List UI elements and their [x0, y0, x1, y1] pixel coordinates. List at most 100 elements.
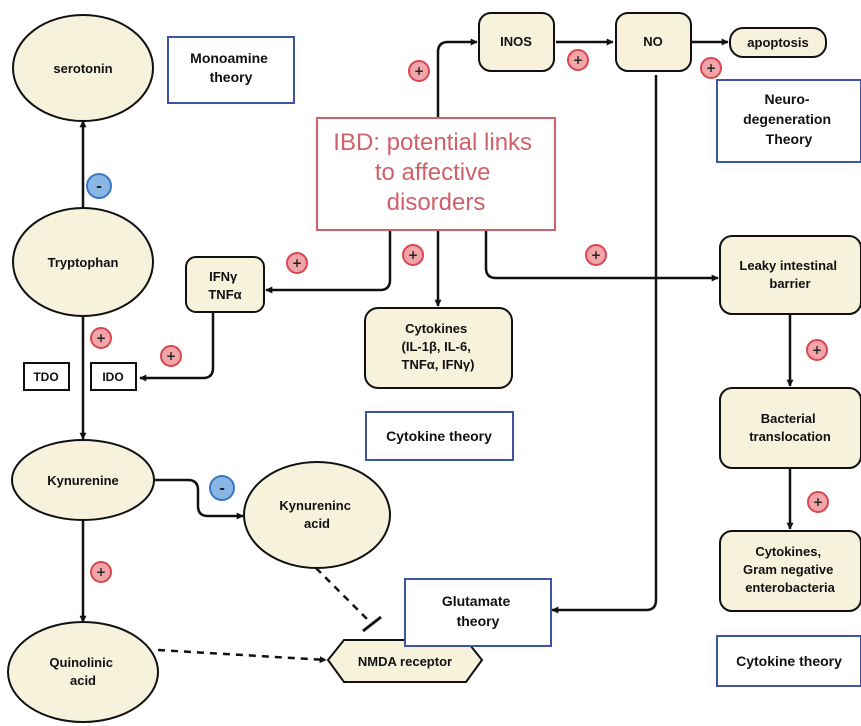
- title-line-1: IBD: potential links: [333, 129, 532, 156]
- monoamine-theory-box: [167, 36, 295, 104]
- inos-node-shape: [478, 12, 555, 72]
- title-box: [316, 117, 556, 231]
- cytokines-center-label: Cytokines (IL-1β, IL-6, TNFα, IFNγ): [402, 321, 475, 372]
- quinolinic-acid-label-line-1: Quinolinic: [49, 655, 113, 670]
- arrow-title-to-inos: [436, 38, 478, 118]
- nmda-receptor-label: NMDA receptor: [358, 654, 452, 669]
- monoamine-theory-line-2: theory: [210, 69, 253, 85]
- connectors: [79, 38, 794, 664]
- no-node-shape: [615, 12, 692, 72]
- cytokine-theory-right-line: Cytokine theory: [736, 653, 842, 669]
- neurodegeneration-theory-line-1: Neuro-: [764, 91, 809, 107]
- ifn-tnf-label: IFNγ TNFα: [208, 269, 241, 302]
- minus-badge-kynurenic: -: [209, 475, 235, 501]
- minus-badge-serotonin: -: [86, 173, 112, 199]
- plus-badge-quinolinic: +: [90, 561, 112, 583]
- cytokine-theory-center-line: Cytokine theory: [386, 428, 492, 444]
- quinolinic-acid-label: Quinolinic acid: [49, 655, 116, 688]
- nmda-receptor-label-line: NMDA receptor: [358, 654, 452, 669]
- plus-sign-text: +: [96, 331, 106, 345]
- neurodegeneration-theory-label: Neuro- degeneration Theory: [743, 91, 835, 147]
- title: IBD: potential links to affective disord…: [333, 129, 538, 216]
- neurodegeneration-theory-box: [716, 79, 861, 163]
- glutamate-theory-line-2: theory: [457, 613, 500, 629]
- cytokines-center-node-shape: [364, 307, 513, 389]
- cytokines-right-node-shape: [719, 530, 861, 612]
- tdo-label: TDO: [33, 370, 58, 384]
- minus-sign-text: -: [96, 179, 102, 195]
- theory-boxes: [167, 36, 861, 687]
- plus-sign-text: +: [813, 495, 823, 509]
- apoptosis-node-shape: [729, 27, 827, 58]
- plus-sign-text: +: [812, 343, 822, 357]
- plus-badge-inos: +: [408, 60, 430, 82]
- apoptosis-label: apoptosis: [747, 35, 808, 50]
- kynurenine-label-line: Kynurenine: [47, 473, 119, 488]
- serotonin-label-line: serotonin: [53, 61, 112, 76]
- plus-sign-text: +: [591, 248, 601, 262]
- bacterial-translocation-label-line-1: Bacterial: [761, 411, 816, 426]
- plus-sign-text: +: [166, 349, 176, 363]
- ellipse-nodes: [7, 14, 391, 723]
- inos-label: INOS: [500, 34, 532, 49]
- cytokine-theory-right-label: Cytokine theory: [736, 653, 842, 669]
- plus-badge-bacterial: +: [806, 339, 828, 361]
- serotonin-node-shape: [12, 14, 154, 122]
- title-line-3: disorders: [387, 189, 486, 216]
- arrow-ifn-to-ido: [139, 312, 215, 382]
- quinolinic-acid-label-line-2: acid: [70, 673, 96, 688]
- no-label: NO: [643, 34, 663, 49]
- kynurenic-acid-label-line-2: acid: [304, 516, 330, 531]
- minus-sign-text: -: [219, 481, 225, 497]
- plus-badge-cytokines: +: [402, 244, 424, 266]
- plus-badge-cytokines-right: +: [807, 491, 829, 513]
- bacterial-translocation-node-shape: [719, 387, 861, 469]
- tdo-node-shape: [23, 362, 70, 391]
- ido-label: IDO: [102, 370, 123, 384]
- plus-badge-ifn: +: [286, 252, 308, 274]
- kynurenine-node-shape: [11, 439, 155, 521]
- cytokine-theory-center-box: [365, 411, 514, 461]
- theory-labels: Monoamine theory Neuro- degeneration The…: [190, 50, 842, 669]
- box-nodes: [23, 12, 861, 683]
- arrow-kynurenine-to-kynurenic-acid: [154, 478, 244, 520]
- dashed-quinolinic-to-nmda: [157, 648, 327, 664]
- monoamine-theory-line-1: Monoamine: [190, 50, 268, 66]
- tryptophan-label-line: Tryptophan: [48, 255, 119, 270]
- quinolinic-acid-node-shape: [7, 621, 159, 723]
- glutamate-theory-label: Glutamate theory: [442, 593, 514, 629]
- plus-sign-text: +: [408, 248, 418, 262]
- glutamate-theory-box: [404, 578, 552, 647]
- kynurenic-acid-label-line-1: Kynureninc: [279, 498, 351, 513]
- ifn-tnf-label-line-1: IFNγ: [209, 269, 238, 284]
- ido-label-line: IDO: [102, 370, 123, 384]
- ifn-tnf-node-shape: [185, 256, 265, 313]
- dashed-kynurenic-to-nmda-inhibition: [315, 567, 373, 625]
- leaky-barrier-node-shape: [719, 235, 861, 315]
- plus-sign-text: +: [414, 64, 424, 78]
- plus-badge-ido: +: [160, 345, 182, 367]
- plus-sign-text: +: [96, 565, 106, 579]
- leaky-barrier-label-line-2: barrier: [769, 276, 810, 291]
- tdo-label-line: TDO: [33, 370, 58, 384]
- inos-label-line: INOS: [500, 34, 532, 49]
- serotonin-label: serotonin: [53, 61, 112, 76]
- leaky-barrier-label-line-1: Leaky intestinal: [739, 258, 837, 273]
- arrow-title-to-leaky-barrier: [484, 230, 719, 282]
- inhibition-bar: [362, 615, 382, 633]
- node-labels: serotonin Tryptophan Kynurenine Kynureni…: [33, 34, 840, 688]
- sign-badges: - + + + + + + +: [86, 49, 829, 583]
- leaky-barrier-label: Leaky intestinal barrier: [739, 258, 840, 291]
- cytokines-right-label-line-1: Cytokines,: [755, 544, 821, 559]
- kynurenine-label: Kynurenine: [47, 473, 119, 488]
- plus-badge-tryptophan-kynurenine: +: [90, 327, 112, 349]
- cytokines-right-label-line-2: Gram negative: [743, 562, 833, 577]
- monoamine-theory-label: Monoamine theory: [190, 50, 272, 85]
- arrow-no-to-glutamate: [551, 75, 658, 614]
- cytokines-right-label: Cytokines, Gram negative enterobacteria: [743, 544, 837, 595]
- cytokines-center-label-line-3: TNFα, IFNγ): [402, 357, 475, 372]
- tryptophan-label: Tryptophan: [48, 255, 119, 270]
- ifn-tnf-label-line-2: TNFα: [208, 287, 241, 302]
- no-label-line: NO: [643, 34, 663, 49]
